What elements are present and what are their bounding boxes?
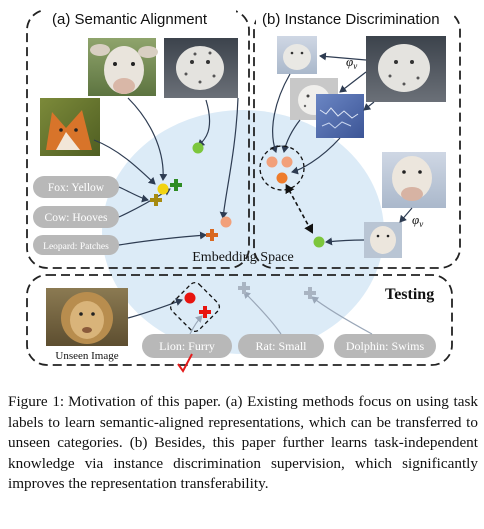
testing-pill-lion: Lion: Furry	[142, 334, 232, 358]
panel-b-arrows	[270, 52, 413, 246]
testing-pill-rat: Rat: Small	[238, 334, 324, 358]
cow-image	[88, 38, 158, 96]
unseen-lion-image	[46, 288, 128, 346]
positive-cluster	[259, 145, 305, 191]
leopard-attribute-plus-icon	[206, 229, 218, 241]
fox-embedding-dot	[157, 183, 169, 195]
cow-view-embedding-dot	[313, 236, 325, 248]
view-embedding-dot-1	[266, 156, 278, 168]
cow-anchor-image	[382, 152, 446, 208]
attribute-pill-fox: Fox: Yellow	[33, 176, 119, 198]
snow-leopard-image	[164, 38, 238, 98]
leopard-view-3-image	[316, 94, 364, 138]
panel-b-title: (b) Instance Discrimination	[262, 11, 440, 28]
cow-attribute-plus-icon	[170, 179, 182, 191]
svg-text:Dolphin: Swims: Dolphin: Swims	[346, 339, 425, 353]
figure-caption: Figure 1:Motivation of this paper. (a) E…	[8, 392, 478, 495]
dolphin-attr-arrow	[311, 296, 373, 335]
lion-attr-arrow	[189, 315, 203, 335]
svg-text:Fox: Yellow: Fox: Yellow	[48, 182, 105, 194]
figure-diagram: Embedding Space (a) Semantic Alignment (…	[26, 8, 461, 373]
view-embedding-dot-3	[276, 172, 288, 184]
rat-attribute-plus-icon	[238, 282, 250, 294]
embedding-space-label: Embedding Space	[192, 250, 293, 265]
unseen-image-label: Unseen Image	[55, 350, 118, 362]
rat-attr-arrow	[243, 291, 282, 335]
fox-image	[40, 98, 100, 156]
svg-text:Lion: Furry: Lion: Furry	[159, 339, 215, 353]
caption-text: Motivation of this paper. (a) Existing m…	[8, 393, 479, 493]
leopard-embedding-dot	[220, 216, 232, 228]
cow-view-image	[364, 222, 402, 258]
discrimination-arrow	[285, 183, 314, 234]
dolphin-attribute-plus-icon	[304, 287, 316, 299]
panel-a-title: (a) Semantic Alignment	[52, 11, 208, 28]
svg-text:Cow: Hooves: Cow: Hooves	[45, 212, 108, 224]
cow-embedding-dot	[192, 142, 204, 154]
caption-label: Figure 1:	[8, 393, 65, 410]
attribute-pill-cow: Cow: Hooves	[33, 206, 119, 228]
leopard-view-1-image	[277, 36, 317, 74]
lion-embedding-dot	[184, 292, 196, 304]
check-icon	[177, 353, 193, 373]
view-embedding-dot-2	[281, 156, 293, 168]
svg-text:Rat: Small: Rat: Small	[256, 339, 308, 353]
fox-attribute-plus-icon	[150, 194, 162, 206]
phi-label-top: φv	[346, 54, 357, 71]
testing-box	[26, 274, 453, 366]
leopard-anchor-image	[366, 36, 446, 102]
attribute-pill-leopard: Leopard: Patches	[33, 235, 119, 255]
svg-text:Leopard: Patches: Leopard: Patches	[43, 242, 109, 252]
lion-to-embedding-arrow	[127, 298, 183, 319]
phi-label-bottom: φv	[412, 212, 423, 229]
testing-pill-dolphin: Dolphin: Swims	[334, 334, 436, 358]
testing-title: Testing	[385, 286, 434, 303]
lion-attribute-plus-icon	[199, 306, 211, 318]
figure: Embedding Space (a) Semantic Alignment (…	[26, 8, 461, 373]
